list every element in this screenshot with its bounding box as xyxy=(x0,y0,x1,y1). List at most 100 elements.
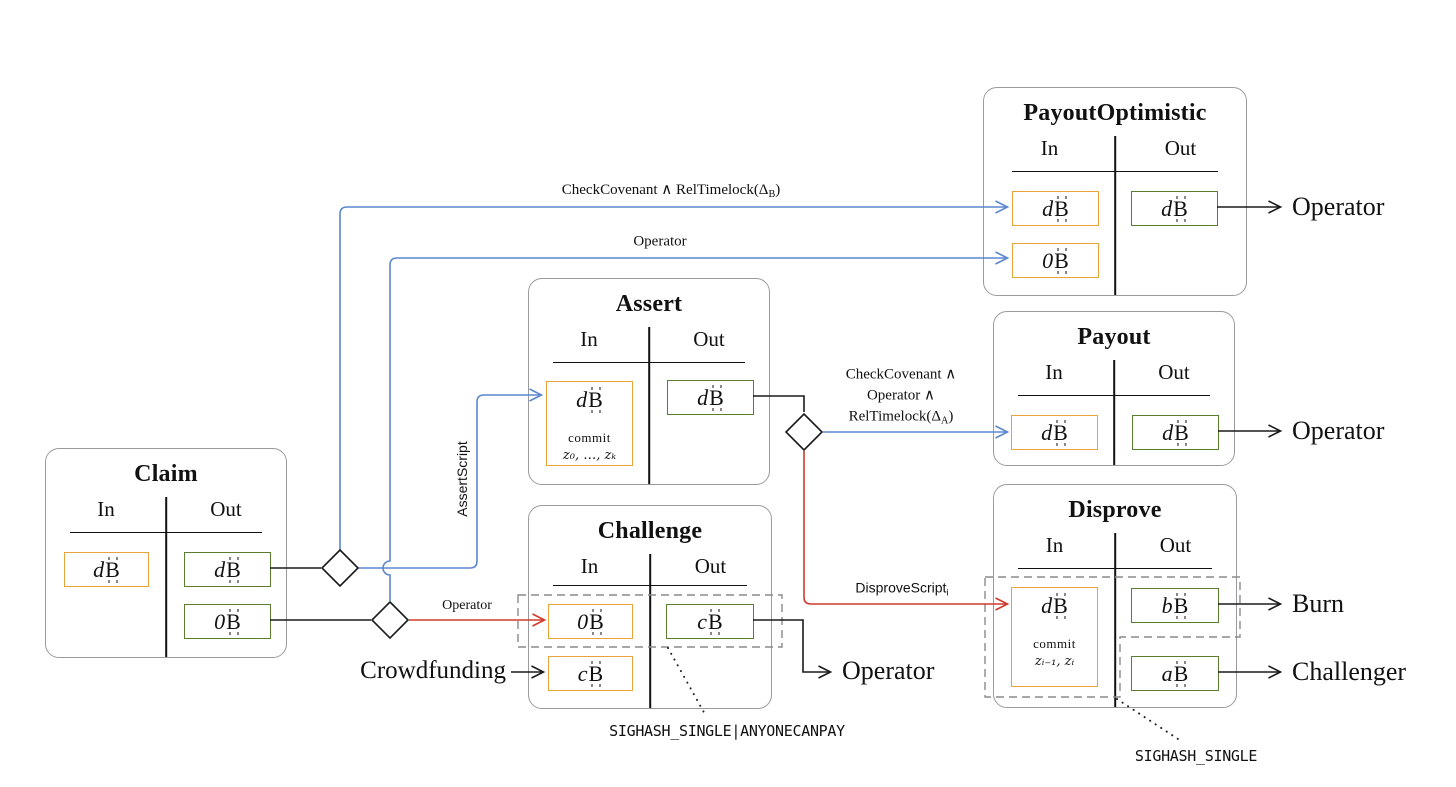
bitcoin-symbol: B xyxy=(588,660,604,686)
assert-commit-values: z₀, …, zₖ xyxy=(562,448,617,463)
bitcoin-symbol: B xyxy=(226,608,241,634)
bitcoin-symbol: B xyxy=(226,556,241,582)
terminal-operator-payout-optimistic: Operator xyxy=(1292,192,1385,221)
challenge-out-header: Out xyxy=(694,554,727,578)
bitcoin-symbol: B xyxy=(708,608,723,634)
challenge-title: Challenge xyxy=(597,518,703,544)
terminal-operator-payout: Operator xyxy=(1292,416,1385,445)
disprove-in-header: In xyxy=(1045,533,1064,557)
terminal-burn: Burn xyxy=(1292,589,1344,618)
payout-optimistic-title: PayoutOptimistic xyxy=(1023,100,1207,126)
disprove-output1-amount: b xyxy=(1161,592,1173,618)
claim-out-header: Out xyxy=(210,497,242,521)
payout-optimistic-output-amount: d xyxy=(1161,195,1173,221)
edge-label-subscript: i xyxy=(946,587,949,599)
payout-optimistic-input1-amount: d xyxy=(1042,195,1054,221)
claim-input-amount: d xyxy=(93,556,105,582)
payout-conditions-line1: CheckCovenant ∧ xyxy=(845,366,957,383)
edge-label-subscript: B xyxy=(768,189,776,201)
bitcoin-symbol: B xyxy=(1173,195,1188,221)
bitcoin-symbol: B xyxy=(589,608,604,634)
assert-input-amount: d xyxy=(576,387,588,412)
claim-column-headers: In Out xyxy=(46,497,286,522)
disprove-commit-label: commit xyxy=(1033,636,1076,651)
bitcoin-symbol: B xyxy=(1173,592,1189,618)
edge-label-payout-conditions: CheckCovenant ∧ Operator ∧ RelTimelock(Δ… xyxy=(846,364,957,431)
assert-out-header: Out xyxy=(693,327,725,351)
disprove-column-headers: In Out xyxy=(994,533,1236,558)
claim-column-divider xyxy=(165,497,167,657)
challenge-sighash-annotation: SIGHASH_SINGLE|ANYONECANPAY xyxy=(609,722,845,740)
challenge-column-divider xyxy=(649,554,651,708)
claim-title: Claim xyxy=(134,461,198,487)
challenge-in-header: In xyxy=(580,554,599,578)
payout-out-header: Out xyxy=(1158,360,1190,384)
payout-optimistic-column-divider xyxy=(1114,136,1116,295)
claim-output2-spend-diamond xyxy=(370,600,410,640)
bitcoin-symbol: B xyxy=(105,556,120,582)
disprove-title: Disprove xyxy=(1068,497,1162,523)
claim-output1-amount: d xyxy=(214,556,226,582)
claim-in-header: In xyxy=(97,497,115,521)
bitcoin-symbol: B xyxy=(709,384,724,410)
edge-label-operator-top: Operator xyxy=(633,233,687,250)
edge-label-checkcovenant-reltimelock-b: CheckCovenant ∧ RelTimelock(ΔB) xyxy=(562,180,781,200)
assert-commit-label: commit xyxy=(568,430,611,445)
challenge-input1-amount: 0 xyxy=(577,608,589,634)
bitcoin-symbol: B xyxy=(1053,593,1068,618)
payout-optimistic-column-headers: In Out xyxy=(984,136,1246,161)
assert-in-header: In xyxy=(580,327,598,351)
bitcoin-symbol: B xyxy=(588,387,603,412)
disprove-column-divider xyxy=(1114,533,1116,707)
payout-input-amount: d xyxy=(1041,419,1053,445)
assert-output-amount: d xyxy=(697,384,709,410)
disprove-out-header: Out xyxy=(1159,533,1192,557)
challenge-output-amount: c xyxy=(697,608,708,634)
payout-output-amount: d xyxy=(1162,419,1174,445)
edge-label-disprovescript: DisproveScripti xyxy=(855,580,948,599)
disprove-input-amount: d xyxy=(1041,593,1053,618)
terminal-challenger: Challenger xyxy=(1292,657,1407,686)
payout-title: Payout xyxy=(1077,324,1151,350)
edge-label-assertscript: AssertScript xyxy=(454,441,470,517)
bitcoin-symbol: B xyxy=(1054,247,1069,273)
disprove-output2-amount: a xyxy=(1161,660,1173,686)
claim-output1-spend-diamond xyxy=(320,548,360,588)
payout-column-divider xyxy=(1113,360,1115,465)
edge-label-subscript: A xyxy=(941,415,949,427)
assert-column-divider xyxy=(648,327,650,484)
disprove-sighash-annotation: SIGHASH_SINGLE xyxy=(1134,747,1258,765)
bitcoin-symbol: B xyxy=(1174,419,1189,445)
edge-label-operator-challenge: Operator xyxy=(442,598,492,613)
bitcoin-symbol: B xyxy=(1053,419,1068,445)
edge-label-text: ) xyxy=(775,181,781,198)
disprove-commit-values: zᵢ₋₁, zᵢ xyxy=(1034,654,1075,669)
payout-column-headers: In Out xyxy=(994,360,1234,385)
claim-output2-amount: 0 xyxy=(214,608,226,634)
edge-label-text: DisproveScript xyxy=(855,579,947,596)
wire-claim-to-assert xyxy=(357,388,544,569)
bitcoin-symbol: B xyxy=(1054,195,1069,221)
terminal-operator-challenge: Operator xyxy=(842,656,935,685)
